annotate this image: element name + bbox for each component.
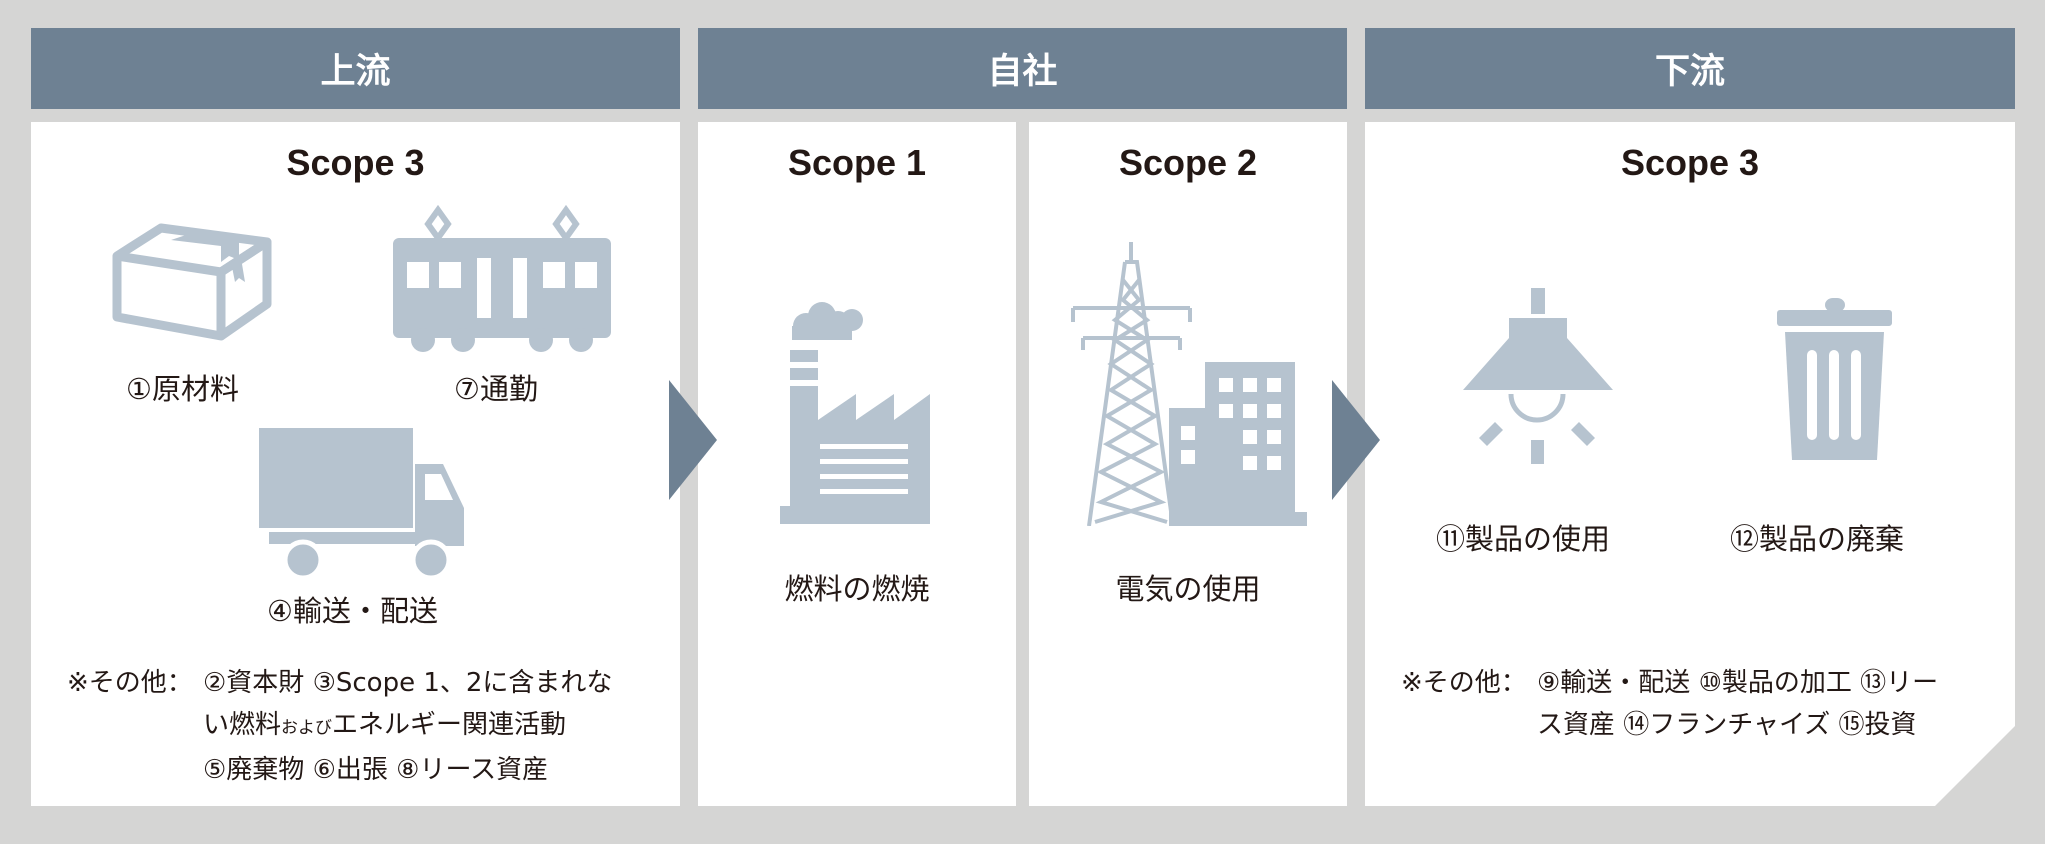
item-raw-materials: ①原材料 bbox=[126, 372, 239, 406]
header-upstream-label: 上流 bbox=[320, 52, 391, 91]
note-text: エネルギー関連活動 bbox=[332, 710, 567, 740]
note-body: ②資本財 ③Scope 1、2に含まれな い燃料およびエネルギー関連活動 ⑤廃棄… bbox=[203, 662, 612, 791]
scope-title: Scope 1 bbox=[787, 142, 927, 183]
power-tower-icon bbox=[1069, 240, 1194, 526]
item-product-disposal: ⑫製品の廃棄 bbox=[1730, 522, 1905, 556]
note-text: い燃料 bbox=[203, 710, 282, 740]
factory-icon bbox=[780, 302, 935, 524]
note-lead: ※その他： bbox=[67, 668, 193, 698]
flow-arrow-upstream-to-company bbox=[669, 380, 717, 504]
panel-downstream-scope3: Scope 3 bbox=[1365, 122, 2015, 806]
item-product-use: ⑪製品の使用 bbox=[1436, 522, 1611, 556]
note-lead: ※その他： bbox=[1401, 668, 1527, 698]
note-line: ス資産 ⑭フランチャイズ ⑮投資 bbox=[1537, 710, 1917, 740]
note-line: ②資本財 ③Scope 1、2に含まれな bbox=[203, 668, 613, 698]
lamp-icon bbox=[1457, 288, 1617, 464]
panel-scope1: Scope 1 bbox=[698, 122, 1016, 806]
note-line: い燃料およびエネルギー関連活動 bbox=[203, 704, 612, 749]
building-icon bbox=[1169, 362, 1307, 526]
panel-scope2: Scope 2 bbox=[1029, 122, 1347, 806]
train-icon bbox=[393, 204, 611, 354]
truck-icon bbox=[259, 428, 464, 580]
flow-arrow-company-to-downstream bbox=[1332, 380, 1380, 504]
scope1-label: 燃料の燃焼 bbox=[784, 572, 930, 606]
header-company-label: 自社 bbox=[987, 52, 1058, 91]
cardboard-box-icon bbox=[111, 222, 273, 342]
scope-title: Scope 2 bbox=[1118, 142, 1258, 183]
scope-title: Scope 3 bbox=[1620, 142, 1760, 183]
item-transport: ④輸送・配送 bbox=[267, 594, 438, 628]
note-line: ⑨輸送・配送 ⑩製品の加工 ⑬リー bbox=[1537, 668, 1939, 698]
note-body: ⑨輸送・配送 ⑩製品の加工 ⑬リー ス資産 ⑭フランチャイズ ⑮投資 bbox=[1537, 662, 1938, 746]
item-commuting: ⑦通勤 bbox=[454, 372, 538, 406]
header-downstream-label: 下流 bbox=[1654, 52, 1725, 91]
scope2-label: 電気の使用 bbox=[1115, 572, 1261, 606]
scope-title: Scope 3 bbox=[286, 142, 425, 183]
header-downstream: 下流 bbox=[1365, 28, 2015, 109]
note-small-text: および bbox=[281, 718, 333, 738]
trash-can-icon bbox=[1777, 298, 1892, 460]
header-company: 自社 bbox=[698, 28, 1347, 109]
panel-upstream-scope3: Scope 3 bbox=[31, 122, 680, 806]
header-upstream: 上流 bbox=[31, 28, 680, 109]
note-line: ⑤廃棄物 ⑥出張 ⑧リース資産 bbox=[203, 755, 549, 785]
